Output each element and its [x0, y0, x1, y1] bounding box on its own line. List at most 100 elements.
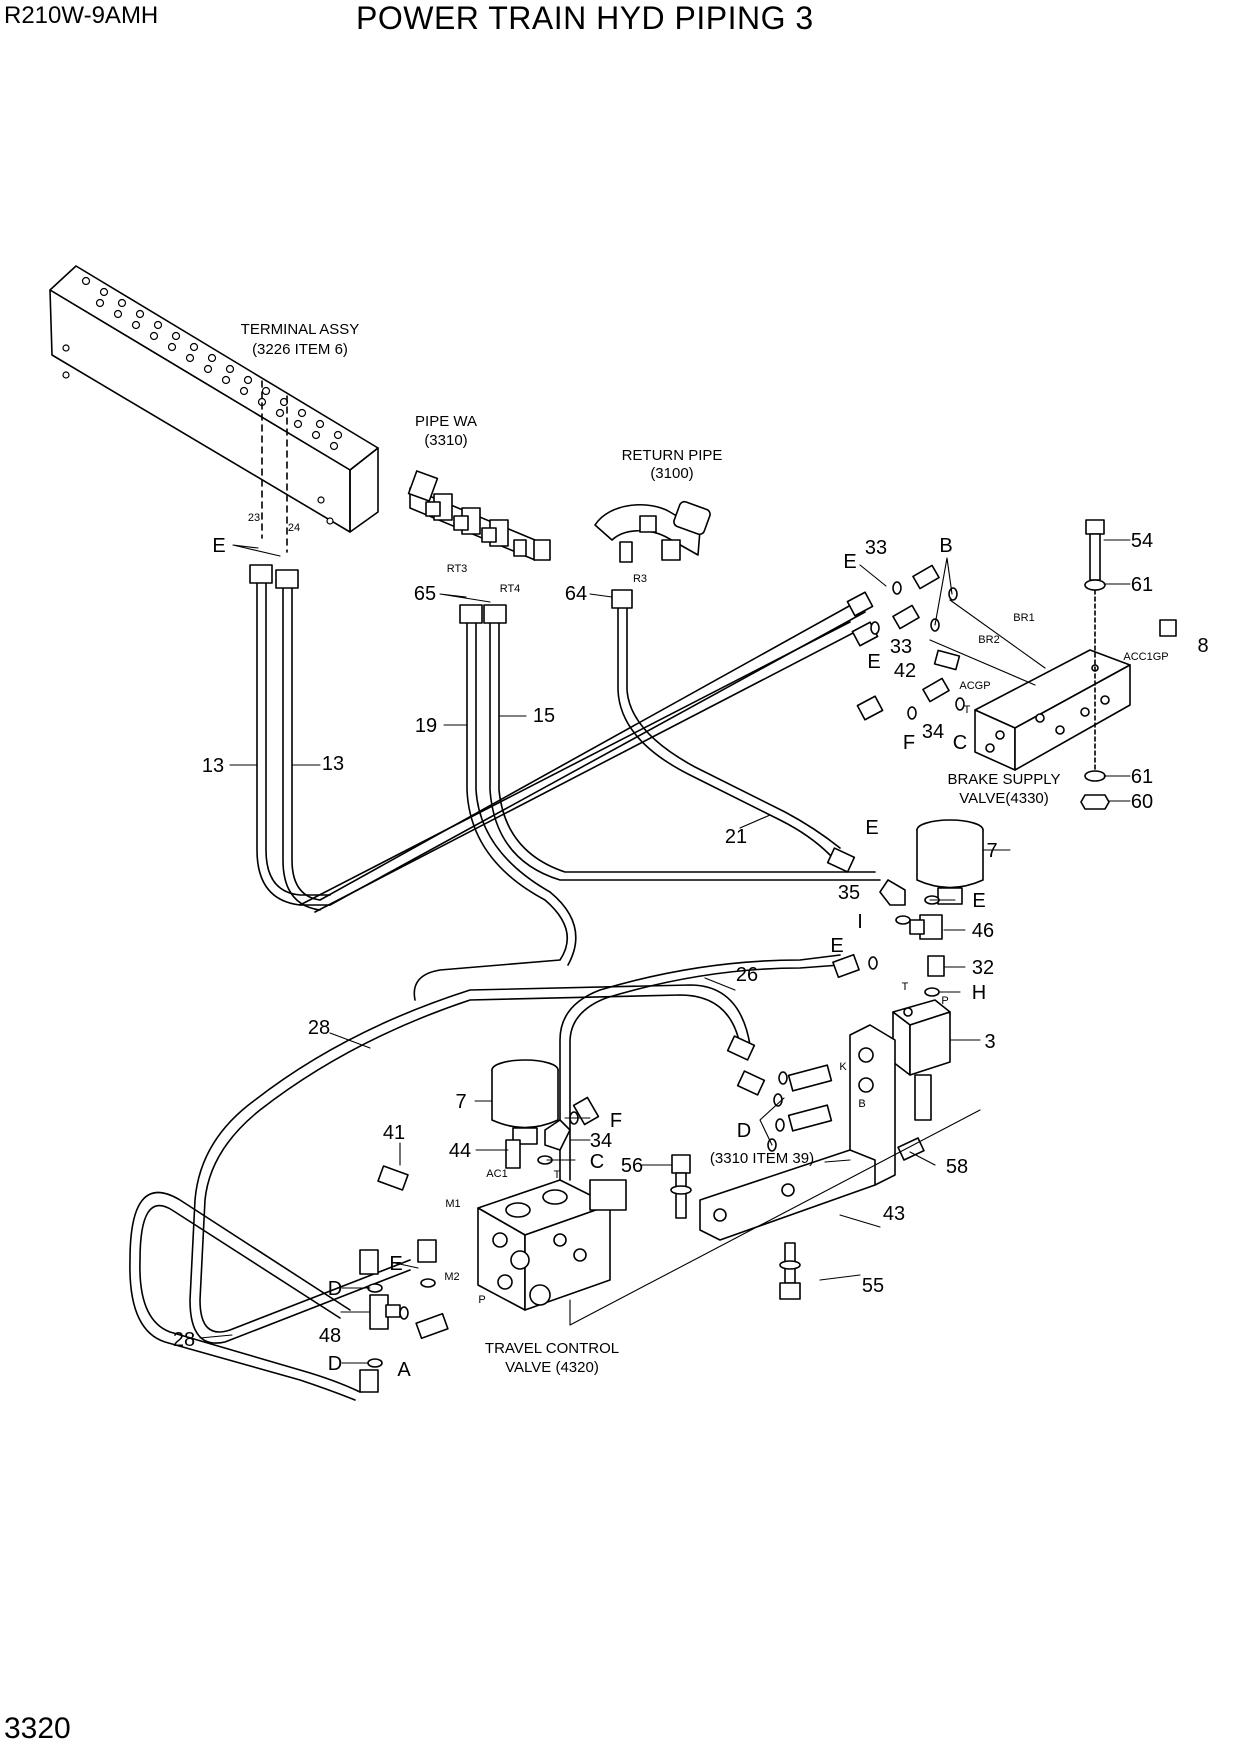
port-p-valve3: P [941, 995, 948, 1007]
callout-58: 58 [946, 1156, 968, 1178]
callout-15: 15 [533, 705, 555, 727]
hose-13-left [256, 579, 331, 906]
callout-33: 33 [865, 537, 887, 559]
callout-19: 19 [415, 715, 437, 737]
assembly-labels: TERMINAL ASSY (3226 ITEM 6) PIPE WA (331… [241, 321, 1061, 1376]
callout-i: I [857, 911, 863, 933]
fitting-group-33-34-42 [870, 564, 1177, 720]
callout-f: F [903, 732, 915, 754]
callout-44: 44 [449, 1140, 471, 1162]
callout-61: 61 [1131, 766, 1153, 788]
fittings-D-pair [767, 1064, 833, 1152]
port-t-valve3: T [902, 981, 909, 993]
callout-41: 41 [383, 1122, 405, 1144]
port-m1: M1 [445, 1198, 460, 1210]
pipe-wa-label-1: PIPE WA [415, 413, 477, 430]
callout-13: 13 [202, 755, 224, 777]
callout-21: 21 [725, 826, 747, 848]
callout-34: 34 [922, 721, 944, 743]
callout-e: E [830, 935, 843, 957]
hose-19-15 [413, 619, 881, 1001]
callout-f: F [610, 1110, 622, 1132]
return-pipe-label-1: RETURN PIPE [622, 447, 723, 464]
callout-54: 54 [1131, 530, 1153, 552]
port-p-travel: P [478, 1294, 485, 1306]
hose-fittings [249, 564, 884, 1393]
return-pipe-part [594, 500, 711, 563]
callout-33: 33 [890, 636, 912, 658]
terminal-assy-label-2: (3226 ITEM 6) [252, 341, 348, 358]
bracket-holes [62, 276, 343, 525]
model-number: R210W-9AMH [4, 2, 159, 29]
port-br2: BR2 [978, 634, 999, 646]
callout-e: E [867, 651, 880, 673]
port-r3: R3 [633, 573, 647, 585]
callout-7: 7 [455, 1091, 466, 1113]
port-k: K [839, 1061, 847, 1073]
hose-13-right [282, 584, 866, 913]
accumulator-7-left [491, 1059, 559, 1145]
port-acgp: ACGP [959, 680, 990, 692]
br-port-lines [929, 599, 1046, 686]
port-m2: M2 [444, 1271, 459, 1283]
item-39-label: (3310 ITEM 39) [710, 1150, 814, 1167]
port-br1: BR1 [1013, 612, 1034, 624]
callout-c: C [953, 732, 967, 754]
callout-60: 60 [1131, 791, 1153, 813]
port-ac1: AC1 [486, 1168, 507, 1180]
item-39-leader [569, 1109, 981, 1326]
port-rt3: RT3 [447, 563, 468, 575]
callout-55: 55 [862, 1275, 884, 1297]
callout-46: 46 [972, 920, 994, 942]
callout-32: 32 [972, 957, 994, 979]
callout-c: C [590, 1151, 604, 1173]
hose-26 [559, 954, 841, 1181]
port-acc1gp: ACC1GP [1123, 651, 1168, 663]
page-number: 3320 [4, 1712, 71, 1745]
travel-control-label-2: VALVE (4320) [505, 1359, 599, 1376]
page-title: POWER TRAIN HYD PIPING 3 [356, 0, 814, 36]
travel-control-label-1: TRAVEL CONTROL [485, 1340, 619, 1357]
callout-b: B [939, 535, 952, 557]
callout-d: D [737, 1120, 751, 1142]
pipe-wa-label-2: (3310) [424, 432, 467, 449]
bracket-43 [699, 1024, 896, 1241]
hose-28 [129, 984, 751, 1401]
callout-35: 35 [838, 882, 860, 904]
callout-65: 65 [414, 583, 436, 605]
callout-h: H [972, 982, 986, 1004]
port-rt4: RT4 [500, 583, 521, 595]
callout-a: A [397, 1359, 411, 1381]
port-b: B [858, 1098, 865, 1110]
port-23: 23 [248, 512, 260, 524]
part-callouts: E 13 13 65 19 15 64 E 33 B E 33 42 F 34 … [173, 530, 1209, 1381]
callout-e: E [212, 535, 225, 557]
leader-lines [199, 539, 1131, 1364]
brake-supply-label-2: VALVE(4330) [959, 790, 1049, 807]
terminal-assy-label-1: TERMINAL ASSY [241, 321, 360, 338]
pipe-wa-manifold [407, 470, 551, 561]
terminal-assy-bracket [49, 265, 379, 553]
port-labels: 23 24 RT3 RT4 R3 BR1 BR2 ACGP T ACC1GP T… [248, 512, 1169, 1306]
callout-28: 28 [173, 1329, 195, 1351]
travel-control-valve-block [477, 1179, 627, 1311]
callout-e: E [972, 890, 985, 912]
callout-64: 64 [565, 583, 587, 605]
callout-8: 8 [1197, 635, 1208, 657]
callout-13: 13 [322, 753, 344, 775]
callout-34: 34 [590, 1130, 612, 1152]
brake-supply-label-1: BRAKE SUPPLY [947, 771, 1060, 788]
callout-d: D [328, 1278, 342, 1300]
return-pipe-label-2: (3100) [650, 465, 693, 482]
hose-21 [617, 604, 841, 856]
callout-26: 26 [736, 964, 758, 986]
valve-3-block [892, 999, 951, 1121]
bolt-54 [1085, 519, 1105, 581]
port-t-travel: T [554, 1169, 561, 1181]
callout-e: E [865, 817, 878, 839]
callout-43: 43 [883, 1203, 905, 1225]
callout-e: E [389, 1253, 402, 1275]
port-t-brake: T [964, 704, 971, 716]
callout-42: 42 [894, 660, 916, 682]
